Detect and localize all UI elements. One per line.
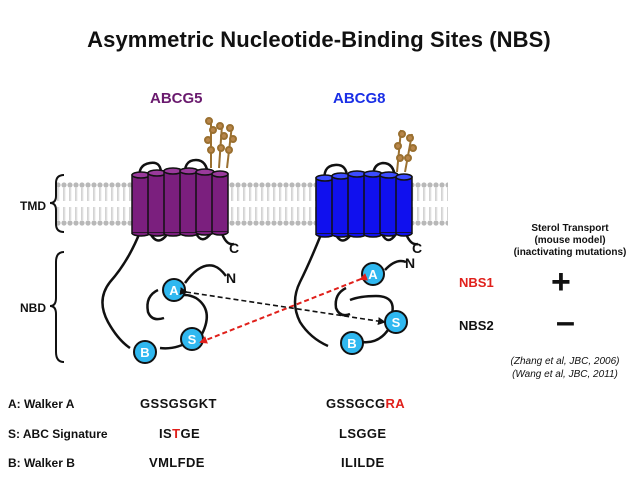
abcg8-label: ABCG8 — [333, 90, 386, 107]
abcg8-signature-seq: LSGGE — [339, 426, 387, 441]
seq-part: IS — [159, 426, 173, 441]
sterol-header-line-2: (mouse model) — [534, 235, 606, 246]
abcg5-glycans — [204, 117, 237, 169]
seq-part: VMLFDE — [149, 455, 205, 470]
abcg5-tm-helices — [131, 167, 229, 237]
abcg5-c-terminus: C — [229, 240, 239, 256]
abcg5-a-letter: A — [169, 283, 179, 298]
abcg5-walker-b-circle — [133, 340, 157, 364]
abcg8-s-letter: S — [392, 315, 401, 330]
abcg5-walker-a-seq: GSSGSGKT — [140, 396, 217, 411]
abcg5-b-letter: B — [140, 345, 149, 360]
sterol-header-line-1: Sterol Transport — [531, 223, 609, 234]
nbd-label: NBD — [20, 301, 46, 315]
sterol-header: Sterol Transport (mouse model) (inactiva… — [500, 223, 638, 259]
tmd-label: TMD — [20, 199, 46, 213]
abcg8-tm-helices — [315, 170, 413, 238]
row-label-walker-a: A: Walker A — [8, 397, 75, 411]
seq-part: LSGGE — [339, 426, 387, 441]
nbs2-arrow — [179, 287, 386, 326]
citations: (Zhang et al, JBC, 2006) (Wang et al, JB… — [490, 355, 638, 381]
row-label-walker-b: B: Walker B — [8, 456, 75, 470]
sterol-header-line-3: (inactivating mutations) — [513, 247, 627, 258]
motif-circles — [133, 262, 408, 364]
page-title: Asymmetric Nucleotide-Binding Sites (NBS… — [87, 27, 551, 52]
seq-part: GSSGSGKT — [140, 396, 217, 411]
seq-part: GE — [180, 426, 201, 441]
abcg5-label: ABCG5 — [150, 90, 203, 107]
nbs1-label: NBS1 — [459, 275, 494, 290]
abcg5-n-terminus: N — [226, 270, 236, 286]
citation-1: (Zhang et al, JBC, 2006) — [510, 356, 620, 367]
nbs2-label: NBS2 — [459, 318, 494, 333]
seq-part-mutated: T — [172, 426, 181, 441]
seq-part: ILILDE — [341, 455, 385, 470]
row-label-abc-signature: S: ABC Signature — [8, 427, 108, 441]
nbs2-sign: – — [556, 303, 575, 341]
abcg8-a-letter: A — [368, 267, 378, 282]
abcg5-signature-seq: ISTGE — [159, 426, 200, 441]
citation-2: (Wang et al, JBC, 2011) — [512, 369, 618, 380]
abcg5-s-letter: S — [188, 332, 197, 347]
abcg8-walker-b-seq: ILILDE — [341, 455, 385, 470]
abcg8-n-terminus: N — [405, 255, 415, 271]
seq-part-mutated: RA — [385, 396, 406, 411]
abcg8-b-letter: B — [347, 336, 356, 351]
abcg5-walker-b-seq: VMLFDE — [149, 455, 205, 470]
abcg8-c-terminus: C — [412, 240, 422, 256]
nbs1-sign: + — [551, 263, 571, 301]
nbd-brace — [49, 251, 65, 363]
seq-part: GSSGCG — [326, 396, 386, 411]
tmd-brace — [49, 174, 65, 233]
abcg8-glycans — [394, 129, 417, 173]
abcg8-walker-a-seq: GSSGCGRA — [326, 396, 405, 411]
